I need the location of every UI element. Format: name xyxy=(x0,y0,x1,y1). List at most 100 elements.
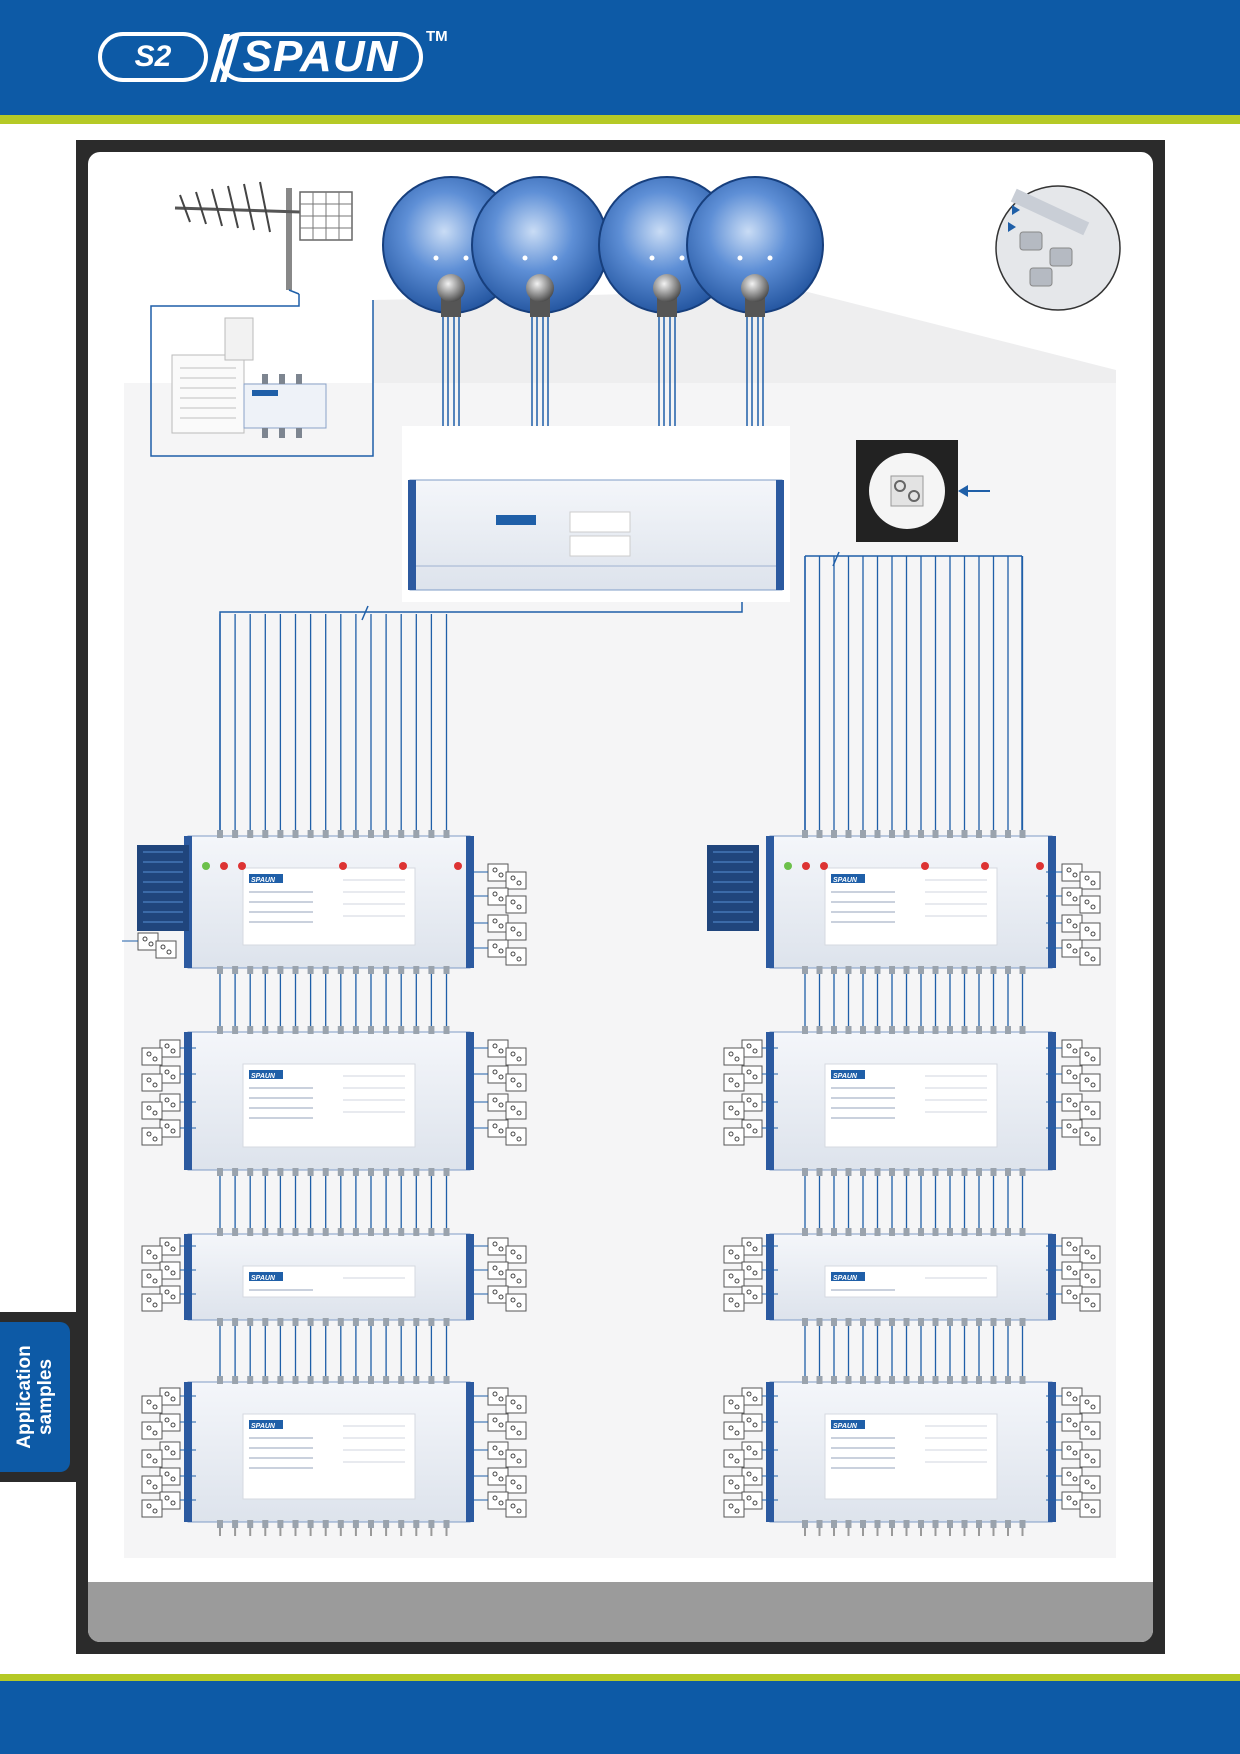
tv-socket-icon xyxy=(472,1467,527,1494)
tv-socket-icon xyxy=(1046,1237,1101,1264)
tv-socket-icon xyxy=(472,887,527,914)
module-brand-label: SPAUN xyxy=(833,1275,858,1282)
tv-socket-icon xyxy=(141,1285,196,1312)
cables-left-riser xyxy=(219,614,448,1382)
terrestrial-bracket xyxy=(150,289,374,457)
tv-socket-icon xyxy=(1046,1441,1101,1468)
tv-socket-icon xyxy=(723,1237,778,1264)
tv-socket-icon xyxy=(723,1413,778,1440)
multiswitch-module: SPAUN xyxy=(184,1228,474,1326)
tv-socket-icon xyxy=(472,1065,527,1092)
tv-socket-icon xyxy=(141,1387,196,1414)
tv-socket-icon xyxy=(141,1467,196,1494)
multiswitch-splitter xyxy=(402,426,790,602)
tv-socket-icon xyxy=(141,1491,196,1518)
tv-socket-icon xyxy=(1046,863,1101,890)
logo-wordmark: SPAUN xyxy=(218,32,423,82)
tv-socket-icon xyxy=(472,1413,527,1440)
tv-socket-icon xyxy=(472,1093,527,1120)
tv-socket-icon xyxy=(856,440,990,542)
module-brand-label: SPAUN xyxy=(833,1423,858,1430)
multiswitch-module: SPAUN xyxy=(184,1376,474,1536)
spaun-logo: S2 SPAUN TM xyxy=(98,28,448,86)
multiswitch-module: SPAUN xyxy=(766,1376,1056,1536)
logo-badge: S2 xyxy=(98,32,208,82)
satellite-dish-group xyxy=(382,176,824,317)
tv-socket-icon xyxy=(141,1261,196,1288)
tv-socket-icon xyxy=(1046,1285,1101,1312)
tv-socket-icon xyxy=(723,1119,778,1146)
tv-socket-icon xyxy=(1046,1039,1101,1066)
tv-socket-icon xyxy=(141,1065,196,1092)
connector-detail xyxy=(995,185,1121,311)
multiswitch-module: SPAUN xyxy=(766,1026,1056,1176)
cables-right-riser xyxy=(804,556,1024,1382)
tv-socket-icon xyxy=(1046,914,1101,941)
tv-socket-icon xyxy=(723,1039,778,1066)
tv-socket-icon xyxy=(472,939,527,966)
tv-socket-icon xyxy=(723,1285,778,1312)
tv-socket-icon xyxy=(723,1093,778,1120)
tv-socket-icon xyxy=(141,1119,196,1146)
footer-bar xyxy=(0,1681,1240,1754)
lnb-cables xyxy=(442,317,764,426)
tv-socket-icon xyxy=(472,1441,527,1468)
multiswitch-stack: SPAUN SPAUN SPAUN SPAUN SPAUN SPAUN SPAUN SPAUN xyxy=(137,830,1056,1536)
side-tab-label-line1: Application xyxy=(14,1345,35,1449)
multiswitch-module: SPAUN xyxy=(707,830,1056,974)
tv-socket-icon xyxy=(1046,1491,1101,1518)
tv-socket-icon xyxy=(122,932,177,959)
side-tab[interactable] xyxy=(0,1322,70,1472)
satellite-dish-icon xyxy=(686,176,824,317)
module-brand-label: SPAUN xyxy=(251,1423,276,1430)
tv-socket-icon xyxy=(1046,887,1101,914)
background-wedge xyxy=(373,290,1116,383)
tv-socket-icon xyxy=(472,1039,527,1066)
tv-socket-icon xyxy=(723,1467,778,1494)
terrestrial-amplifier xyxy=(171,317,327,438)
panel-footer xyxy=(88,1582,1153,1642)
tv-socket-icon xyxy=(1046,1467,1101,1494)
antenna-icon xyxy=(174,181,353,290)
side-tab-label-line2: samples xyxy=(35,1358,56,1436)
tv-socket-icon xyxy=(1046,1413,1101,1440)
tv-socket-icon xyxy=(141,1093,196,1120)
tv-socket-icon xyxy=(723,1261,778,1288)
tv-socket-icon xyxy=(472,914,527,941)
tv-socket-icon xyxy=(472,1237,527,1264)
satellite-dish-icon xyxy=(471,176,609,317)
tv-socket-icon xyxy=(472,863,527,890)
logo-trademark: TM xyxy=(426,28,448,45)
socket-outlets xyxy=(122,863,1101,1518)
tv-socket-icon xyxy=(1046,939,1101,966)
tv-socket-icon xyxy=(1046,1093,1101,1120)
tv-socket-icon xyxy=(472,1387,527,1414)
tv-socket-icon xyxy=(723,1065,778,1092)
multiswitch-module: SPAUN xyxy=(137,830,474,974)
tv-socket-icon xyxy=(141,1413,196,1440)
module-brand-label: SPAUN xyxy=(833,877,858,884)
module-brand-label: SPAUN xyxy=(833,1073,858,1080)
tv-socket-icon xyxy=(141,1039,196,1066)
tv-socket-icon xyxy=(472,1285,527,1312)
tv-socket-icon xyxy=(723,1491,778,1518)
tv-socket-icon xyxy=(1046,1261,1101,1288)
tv-socket-icon xyxy=(141,1237,196,1264)
footer-stripe xyxy=(0,1674,1240,1681)
tv-socket-icon xyxy=(723,1441,778,1468)
tv-socket-icon xyxy=(723,1387,778,1414)
tv-socket-icon xyxy=(1046,1387,1101,1414)
tv-socket-icon xyxy=(1046,1119,1101,1146)
module-brand-label: SPAUN xyxy=(251,1275,276,1282)
tv-socket-icon xyxy=(472,1119,527,1146)
header-stripe xyxy=(0,115,1240,124)
tv-socket-icon xyxy=(141,1441,196,1468)
tv-socket-icon xyxy=(472,1491,527,1518)
module-brand-label: SPAUN xyxy=(251,1073,276,1080)
tv-socket-icon xyxy=(1046,1065,1101,1092)
side-tab-label: Application samples xyxy=(14,1345,56,1448)
tv-socket-icon xyxy=(472,1261,527,1288)
multiswitch-module: SPAUN xyxy=(184,1026,474,1176)
multiswitch-module: SPAUN xyxy=(766,1228,1056,1326)
